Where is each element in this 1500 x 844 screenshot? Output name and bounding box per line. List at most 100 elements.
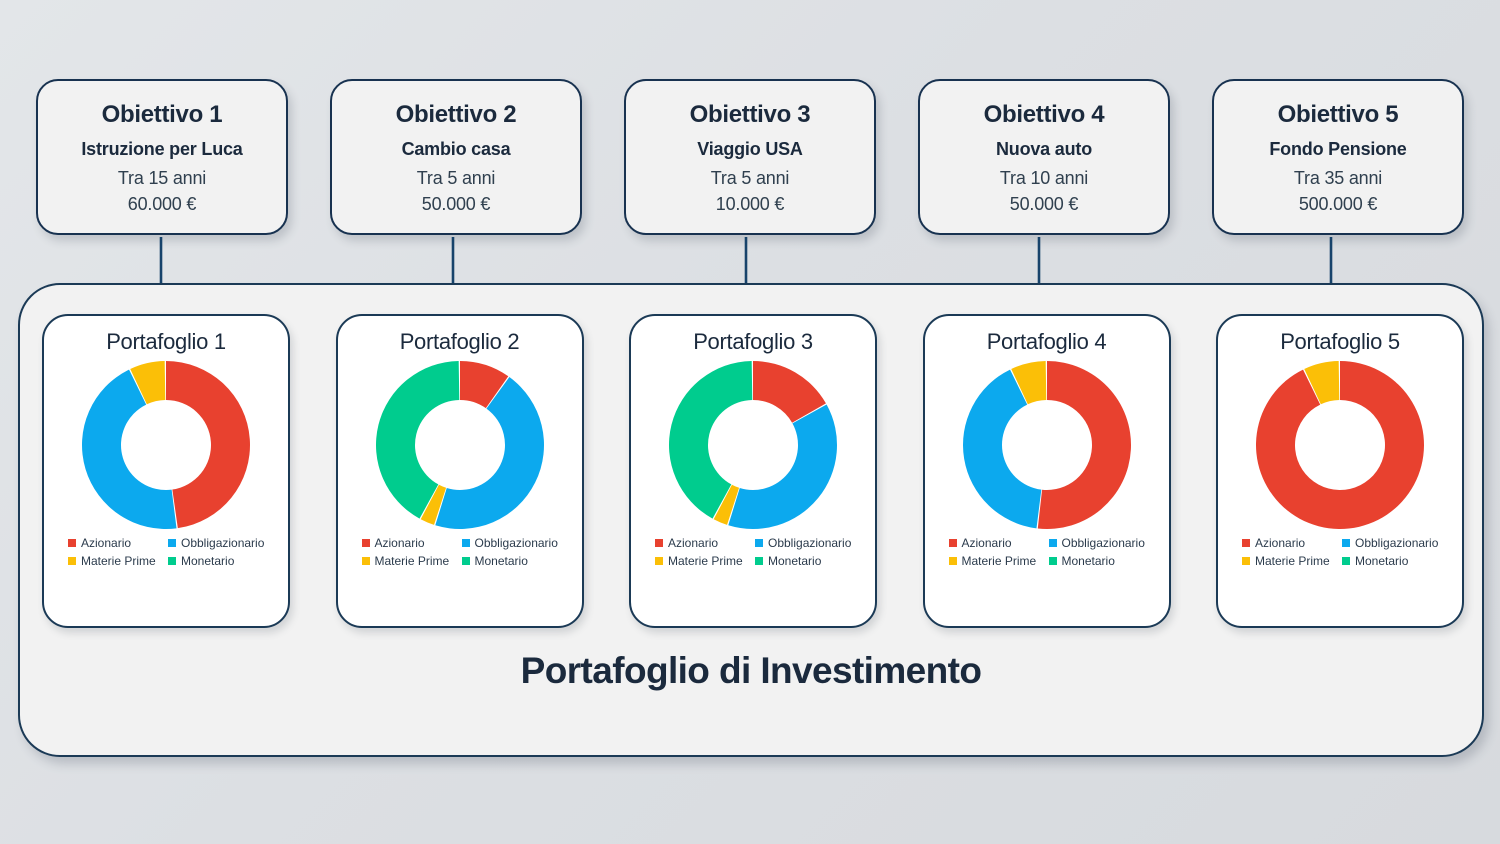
- legend-item-azionario: Azionario: [655, 536, 755, 550]
- portfolio-row: Portafoglio 1 Azionario Obbligazionario …: [42, 314, 1464, 628]
- donut-slice-materie-prime: [420, 484, 446, 525]
- donut-svg: [1256, 361, 1424, 529]
- legend-item-monetario: Monetario: [1048, 554, 1169, 568]
- legend-swatch-azionario-icon: [655, 539, 663, 547]
- legend-item-obbligazionario: Obbligazionario: [1048, 536, 1169, 550]
- legend-label: Obbligazionario: [181, 536, 265, 550]
- legend-label: Materie Prime: [1255, 554, 1330, 568]
- legend-item-monetario: Monetario: [168, 554, 288, 568]
- portfolio-container-title: Portafoglio di Investimento: [520, 650, 982, 691]
- donut-chart-1: [80, 359, 252, 531]
- goal-card-2[interactable]: Obiettivo 2 Cambio casa Tra 5 anni 50.00…: [330, 79, 582, 235]
- goal-horizon: Tra 5 anni: [710, 167, 790, 188]
- goal-title: Obiettivo 2: [395, 100, 517, 128]
- legend-item-materie-prime: Materie Prime: [1242, 554, 1342, 568]
- legend-swatch-monetario-icon: [755, 557, 763, 565]
- goal-amount: 60.000 €: [127, 194, 197, 214]
- legend-label: Azionario: [1255, 536, 1306, 550]
- portfolio-card-4[interactable]: Portafoglio 4 Azionario Obbligazionario …: [922, 314, 1171, 628]
- legend-swatch-obbligazionario-icon: [168, 539, 176, 547]
- legend-item-materie-prime: Materie Prime: [68, 554, 168, 568]
- legend-label: Monetario: [768, 554, 822, 568]
- donut-svg: [669, 361, 837, 529]
- donut-slice-obbligazionario: [962, 369, 1041, 529]
- donut-slice-azionario: [1256, 361, 1424, 529]
- legend-label: Monetario: [181, 554, 235, 568]
- legend-swatch-materie-prime-icon: [361, 557, 370, 565]
- portfolio-title: Portafoglio 2: [399, 329, 520, 354]
- legend-swatch-monetario-icon: [1048, 557, 1057, 565]
- legend-item-materie-prime: Materie Prime: [948, 554, 1049, 568]
- donut-svg: [82, 361, 251, 529]
- goal-horizon: Tra 35 anni: [1293, 167, 1383, 188]
- donut-slice-azionario: [166, 361, 251, 529]
- goal-card-5[interactable]: Obiettivo 5 Fondo Pensione Tra 35 anni 5…: [1212, 79, 1464, 235]
- chart-legend: Azionario Obbligazionario Materie Prime …: [631, 531, 875, 568]
- legend-swatch-azionario-icon: [361, 539, 370, 547]
- legend-item-monetario: Monetario: [461, 554, 582, 568]
- legend-item-azionario: Azionario: [1242, 536, 1342, 550]
- legend-item-azionario: Azionario: [948, 536, 1049, 550]
- goal-name: Istruzione per Luca: [81, 138, 243, 159]
- legend-label: Materie Prime: [374, 554, 450, 568]
- goal-amount: 50.000 €: [1009, 194, 1079, 214]
- donut-slice-azionario: [753, 361, 826, 423]
- goal-amount: 10.000 €: [715, 194, 785, 214]
- donut-chart-5: [1254, 359, 1426, 531]
- chart-legend: Azionario Obbligazionario Materie Prime …: [44, 531, 288, 568]
- legend-item-azionario: Azionario: [68, 536, 168, 550]
- goals-row: Obiettivo 1 Istruzione per Luca Tra 15 a…: [36, 79, 1464, 235]
- chart-legend: Azionario Obbligazionario Materie Prime …: [925, 531, 1169, 568]
- legend-item-materie-prime: Materie Prime: [655, 554, 755, 568]
- legend-item-monetario: Monetario: [1342, 554, 1462, 568]
- legend-item-obbligazionario: Obbligazionario: [461, 536, 582, 550]
- legend-swatch-materie-prime-icon: [655, 557, 663, 565]
- goal-title: Obiettivo 3: [689, 100, 811, 128]
- goal-card-4[interactable]: Obiettivo 4 Nuova auto Tra 10 anni 50.00…: [918, 79, 1170, 235]
- legend-item-obbligazionario: Obbligazionario: [755, 536, 875, 550]
- goal-horizon: Tra 15 anni: [117, 167, 207, 188]
- legend-swatch-materie-prime-icon: [1242, 557, 1250, 565]
- donut-slice-obbligazionario: [434, 377, 544, 529]
- goal-card-3[interactable]: Obiettivo 3 Viaggio USA Tra 5 anni 10.00…: [624, 79, 876, 235]
- goal-card-1[interactable]: Obiettivo 1 Istruzione per Luca Tra 15 a…: [36, 79, 288, 235]
- donut-chart-3: [667, 359, 839, 531]
- goal-amount: 500.000 €: [1298, 194, 1378, 214]
- legend-swatch-materie-prime-icon: [68, 557, 76, 565]
- donut-slice-monetario: [669, 361, 753, 519]
- chart-legend: Azionario Obbligazionario Materie Prime …: [338, 531, 582, 568]
- legend-swatch-monetario-icon: [1342, 557, 1350, 565]
- donut-slice-azionario: [1037, 361, 1131, 529]
- portfolio-card-5[interactable]: Portafoglio 5 Azionario Obbligazionario …: [1216, 314, 1464, 628]
- goal-name: Viaggio USA: [697, 138, 803, 159]
- goal-name: Nuova auto: [995, 138, 1092, 159]
- chart-legend: Azionario Obbligazionario Materie Prime …: [1218, 531, 1462, 568]
- legend-label: Azionario: [81, 536, 132, 550]
- portfolio-card-3[interactable]: Portafoglio 3 Azionario Obbligazionario …: [629, 314, 877, 628]
- goal-horizon: Tra 10 anni: [999, 167, 1089, 188]
- portfolio-title: Portafoglio 3: [693, 329, 813, 354]
- legend-item-azionario: Azionario: [361, 536, 462, 550]
- legend-item-monetario: Monetario: [755, 554, 875, 568]
- legend-label: Monetario: [474, 554, 528, 568]
- donut-slice-materie-prime: [1010, 361, 1046, 405]
- donut-svg: [375, 361, 544, 529]
- legend-swatch-azionario-icon: [1242, 539, 1250, 547]
- legend-label: Obbligazionario: [768, 536, 852, 550]
- portfolio-title: Portafoglio 1: [106, 329, 226, 354]
- donut-slice-materie-prime: [713, 484, 740, 525]
- donut-slice-materie-prime: [130, 361, 166, 405]
- legend-label: Materie Prime: [81, 554, 156, 568]
- goal-title: Obiettivo 1: [101, 100, 223, 128]
- portfolio-card-2[interactable]: Portafoglio 2 Azionario Obbligazionario …: [335, 314, 584, 628]
- donut-slice-monetario: [375, 361, 459, 519]
- donut-chart-2: [374, 359, 546, 531]
- legend-swatch-azionario-icon: [68, 539, 76, 547]
- portfolio-card-1[interactable]: Portafoglio 1 Azionario Obbligazionario …: [42, 314, 290, 628]
- legend-swatch-obbligazionario-icon: [1342, 539, 1350, 547]
- goal-horizon: Tra 5 anni: [416, 167, 496, 188]
- donut-chart-4: [961, 359, 1133, 531]
- legend-swatch-obbligazionario-icon: [461, 539, 470, 547]
- portfolio-container: Portafoglio 1 Azionario Obbligazionario …: [18, 283, 1484, 757]
- legend-swatch-obbligazionario-icon: [1048, 539, 1057, 547]
